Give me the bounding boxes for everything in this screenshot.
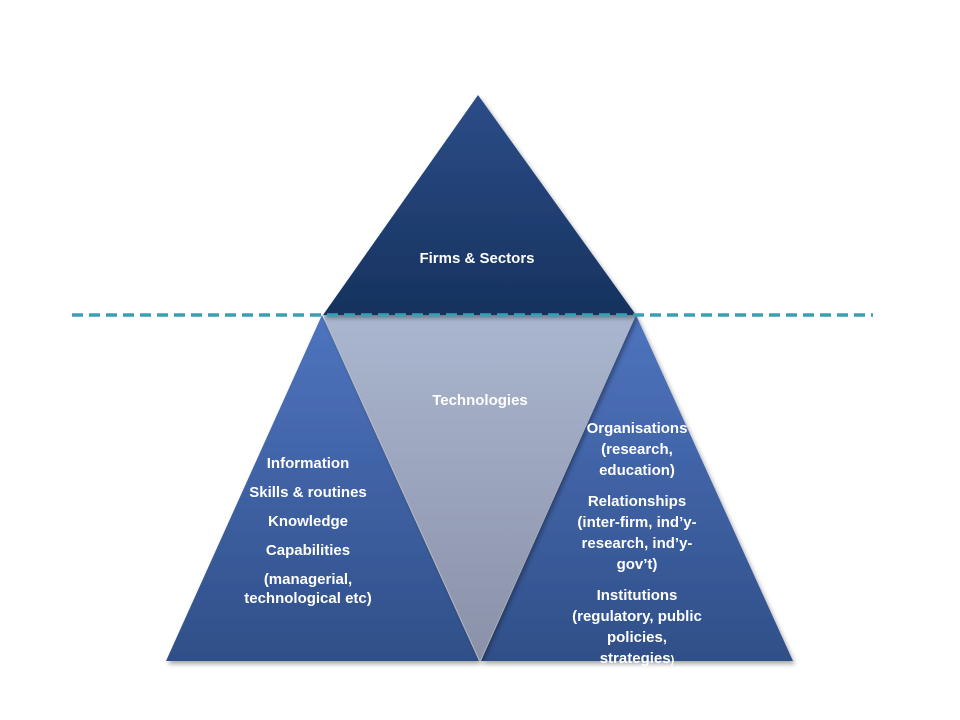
left-item-knowledge: Knowledge <box>267 513 348 530</box>
left-triangle-labels: Information Skills & routines Knowledge … <box>208 454 408 608</box>
institutions-detail-3: strategies) <box>537 648 737 671</box>
left-item-skills: Skills & routines <box>249 484 367 501</box>
relationships-detail-2: research, ind’y- <box>581 535 693 552</box>
relationships-detail-1: (inter-firm, ind’y- <box>577 514 697 531</box>
institutions-last-word: strategies <box>599 650 671 667</box>
organisations-detail-2: education) <box>599 462 675 479</box>
left-triangle <box>166 315 479 661</box>
relationships-title: Relationships <box>587 493 687 510</box>
left-item-capabilities-detail-2: technological etc) <box>244 590 372 607</box>
right-group-institutions: Institutions (regulatory, public policie… <box>537 585 737 671</box>
top-triangle <box>323 95 636 315</box>
institutions-detail-1: (regulatory, public <box>572 608 702 625</box>
institutions-closing-paren: ) <box>670 654 675 666</box>
institutions-title: Institutions <box>596 587 678 604</box>
middle-triangle-label: Technologies <box>432 392 528 409</box>
right-triangle-labels: Organisations (research, education) Rela… <box>537 418 737 671</box>
right-group-relationships: Relationships (inter-firm, ind’y- resear… <box>537 491 737 575</box>
left-item-capabilities-detail-1: (managerial, <box>263 571 353 588</box>
relationships-detail-3: gov’t) <box>616 556 658 573</box>
organisations-title: Organisations <box>586 420 688 437</box>
organisations-detail-1: (research, <box>601 441 673 458</box>
middle-inverted-triangle <box>323 315 636 661</box>
institutions-detail-2: policies, <box>606 629 668 646</box>
left-item-capabilities: Capabilities <box>265 542 351 559</box>
right-triangle <box>481 315 793 661</box>
top-triangle-label: Firms & Sectors <box>419 250 535 267</box>
left-item-information: Information <box>266 455 350 472</box>
right-group-organisations: Organisations (research, education) <box>537 418 737 481</box>
